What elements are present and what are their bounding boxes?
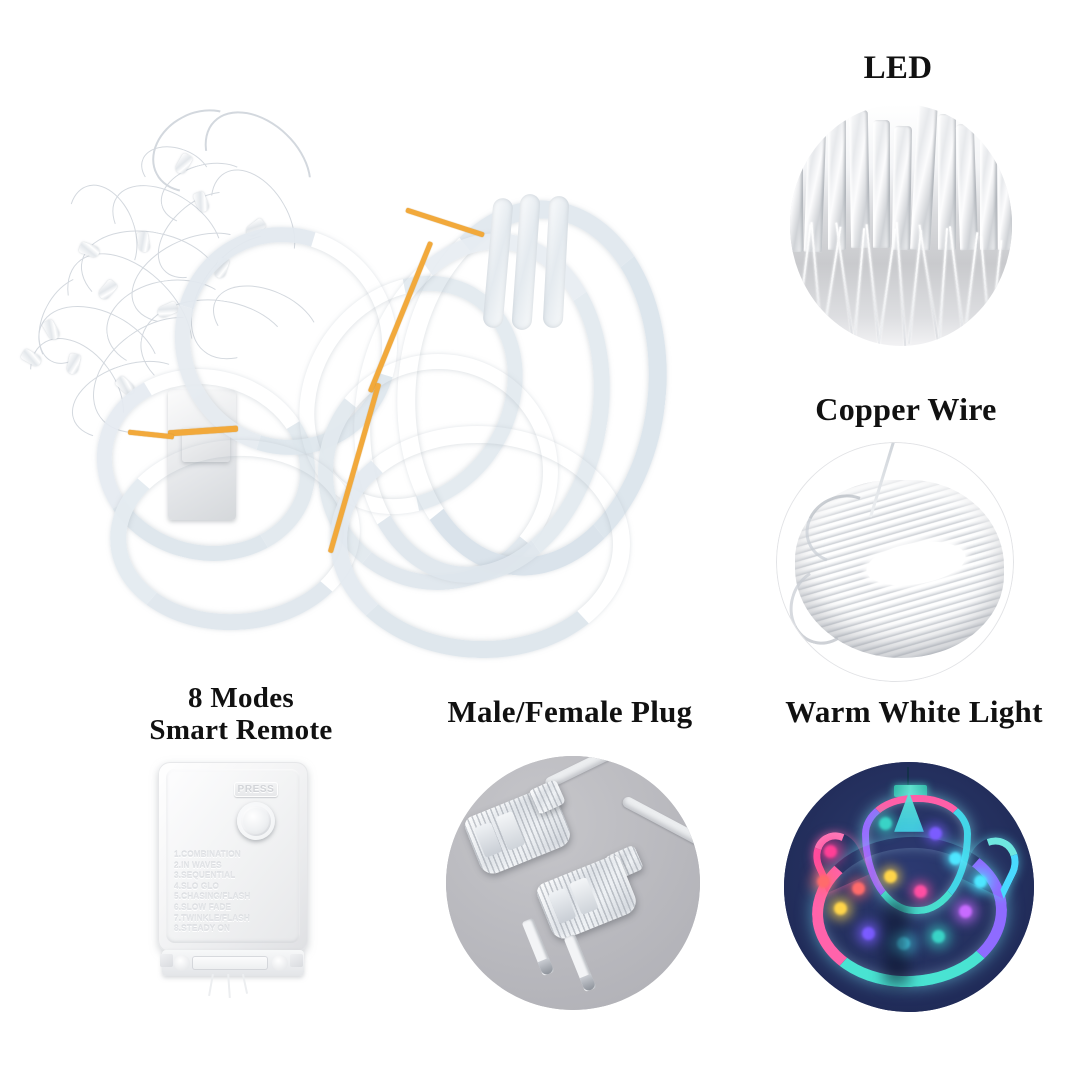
remote-lead-wire [241, 974, 248, 994]
led-glow [824, 844, 837, 858]
orange-rubber-band [405, 207, 485, 238]
copper-wire-closeup-image [776, 442, 1014, 682]
hero-product-image [0, 90, 700, 664]
remote-label: 8 Modes Smart Remote [110, 682, 372, 747]
led-glow [879, 817, 892, 830]
led-glow [929, 827, 942, 840]
remote-lead-wire [227, 973, 231, 999]
remote-label-line2: Smart Remote [149, 714, 333, 747]
mode-item: 2.IN WAVES [174, 860, 222, 870]
led-glow [949, 852, 962, 865]
remote-control-image: PRESS 1.COMBINATION 2.IN WAVES 3.SEQUENT… [158, 762, 308, 999]
press-plate [234, 782, 278, 797]
light-shadow [884, 899, 909, 985]
led-glow [914, 884, 927, 898]
led-closeup-image [790, 104, 1012, 346]
remote-lead-wire [208, 974, 214, 996]
mode-item: 5.CHASING/FLASH [174, 892, 251, 902]
plug-label: Male/Female Plug [447, 694, 693, 729]
mode-item: 4.SLO GLO [174, 881, 220, 891]
press-button-label: PRESS [237, 784, 275, 795]
remote-face-panel [166, 769, 300, 943]
remote-body: PRESS 1.COMBINATION 2.IN WAVES 3.SEQUENT… [158, 762, 308, 952]
remote-label-line1: 8 Modes [187, 682, 294, 714]
mode-item: 6.SLOW FADE [174, 902, 232, 912]
hanging-clip [906, 767, 909, 792]
led-glow [851, 882, 865, 895]
remote-base-screw [174, 955, 190, 971]
led-glow [816, 874, 830, 888]
mode-item: 3.SEQUENTIAL [174, 871, 236, 881]
led-glow [959, 904, 972, 918]
hanging-clip-body [894, 784, 927, 797]
led-glow [884, 869, 897, 883]
led-glow [861, 927, 875, 940]
remote-base-screw [272, 955, 288, 971]
warm-light-label: Warm White Light [785, 694, 1043, 729]
remote-base-tab [290, 954, 303, 967]
copper-wire-label: Copper Wire [815, 391, 997, 427]
remote-base-tab [160, 954, 173, 967]
remote-mode-list: 1.COMBINATION 2.IN WAVES 3.SEQUENTIAL 4.… [174, 850, 300, 935]
remote-base-window [192, 956, 268, 970]
led-label: LED [863, 50, 933, 86]
mode-item: 8.STEADY ON [174, 924, 231, 934]
led-glow [834, 902, 847, 915]
mode-item: 7.TWINKLE/FLASH [174, 913, 250, 923]
led-glow [974, 874, 987, 888]
led-glow [931, 929, 945, 943]
warm-light-closeup-image [784, 762, 1034, 1012]
mode-item: 1.COMBINATION [174, 850, 241, 859]
plug-closeup-image [446, 756, 700, 1010]
press-button[interactable] [237, 802, 275, 840]
